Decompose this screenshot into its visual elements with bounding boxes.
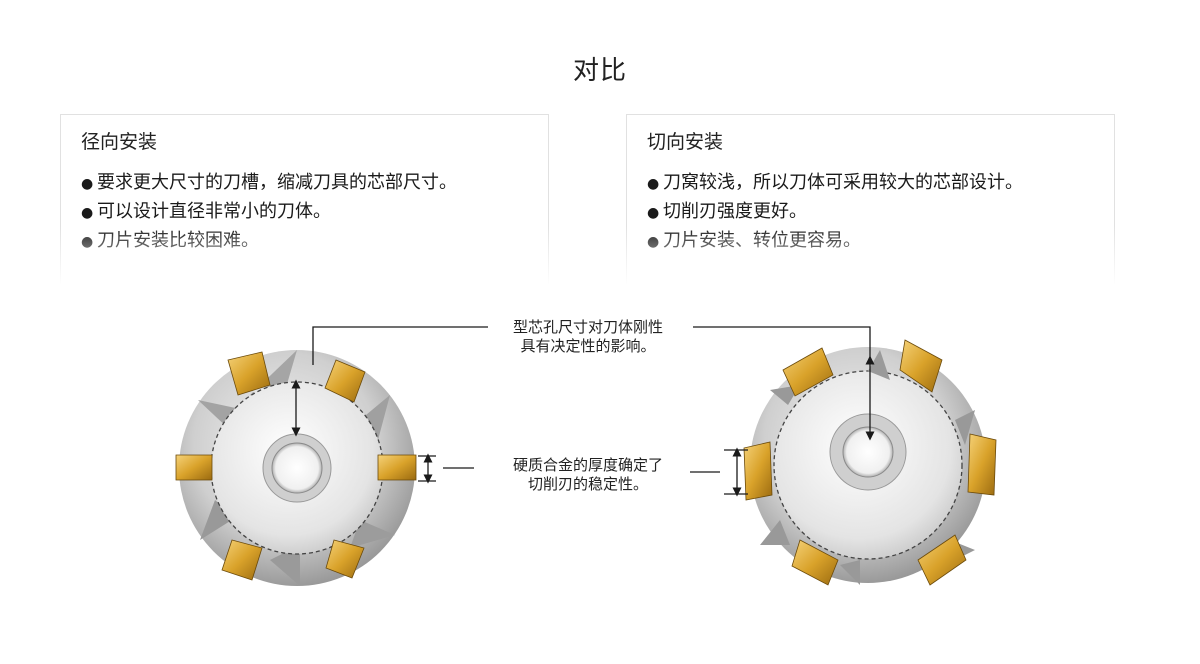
bullet-icon: ● (81, 176, 94, 192)
tangential-mount-panel: 切向安装 ●刀窝较浅，所以刀体可采用较大的芯部设计。 ●切削刃强度更好。 ●刀片… (625, 114, 1116, 286)
tangential-mount-heading: 切向安装 (647, 131, 724, 153)
list-item: ●切削刃强度更好。 (647, 198, 1023, 227)
list-item: ●刀窝较浅，所以刀体可采用较大的芯部设计。 (647, 169, 1023, 198)
core-callout-leaders (291, 326, 875, 441)
bullet-icon: ● (647, 176, 660, 192)
page-title: 对比 (572, 56, 627, 86)
tangential-cutter-image (743, 339, 997, 586)
radial-mount-heading: 径向安装 (81, 131, 158, 153)
carbide-callout-leaders (418, 447, 748, 497)
list-item: ●要求更大尺寸的刀槽，缩减刀具的芯部尺寸。 (81, 169, 457, 198)
carbide-thickness-callout: 硬质合金的厚度确定了 切削刃的稳定性。 (512, 456, 663, 493)
bullet-icon: ● (647, 205, 660, 221)
radial-mount-panel: 径向安装 ●要求更大尺寸的刀槽，缩减刀具的芯部尺寸。 ●可以设计直径非常小的刀体… (59, 114, 550, 286)
list-item: ●可以设计直径非常小的刀体。 (81, 198, 457, 227)
radial-cutter-image (175, 350, 417, 586)
core-size-callout: 型芯孔尺寸对刀体刚性 具有决定性的影响。 (512, 318, 663, 355)
bullet-icon: ● (81, 205, 94, 221)
